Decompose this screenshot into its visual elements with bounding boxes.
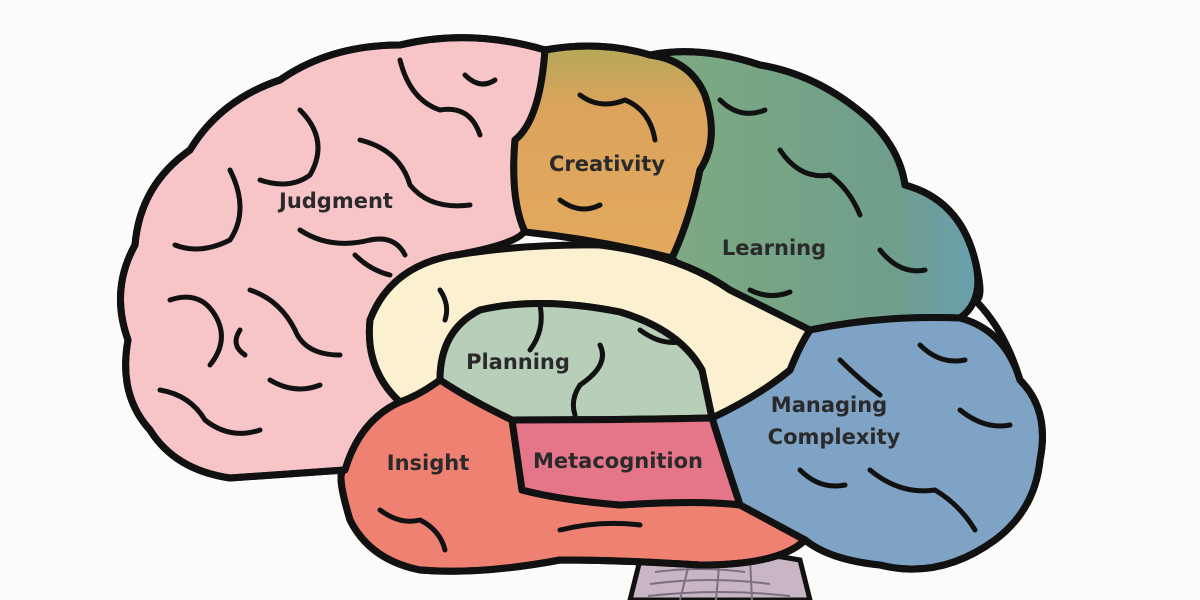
metacognition-label: Metacognition [533, 449, 703, 473]
brain-folds [157, 57, 1013, 553]
creativity-label: Creativity [549, 152, 665, 176]
brain-outline [117, 34, 1046, 575]
insight-label: Insight [387, 451, 469, 475]
managing-label-line2: Complexity [768, 425, 901, 449]
managing-label-line1: Managing [771, 393, 887, 417]
learning-label: Learning [722, 236, 826, 260]
judgment-label: Judgment [277, 189, 393, 213]
planning-label: Planning [466, 350, 570, 374]
metacognition-region [508, 414, 744, 509]
